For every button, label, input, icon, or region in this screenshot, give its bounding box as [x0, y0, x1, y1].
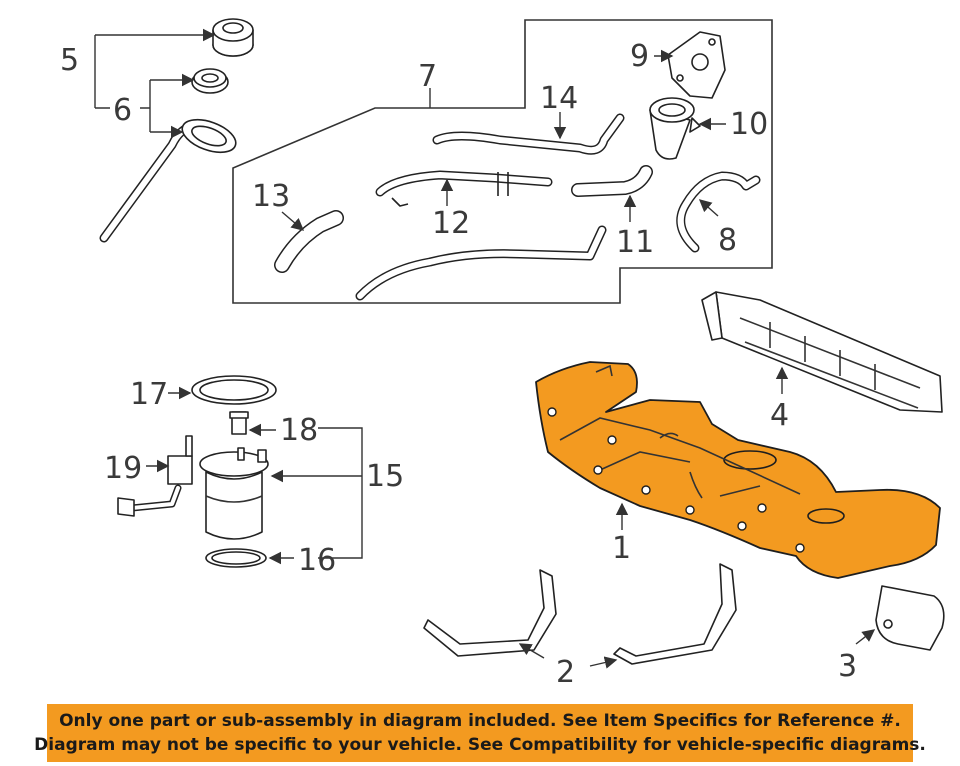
tank-strap-left — [423, 569, 557, 657]
hose-8 — [676, 171, 761, 253]
callout-10: 10 — [730, 107, 768, 142]
callout-1: 1 — [612, 531, 631, 566]
filler-seal — [191, 68, 229, 94]
callout-3: 3 — [838, 649, 857, 684]
callout-12: 12 — [432, 206, 470, 241]
callout-6: 6 — [113, 93, 132, 128]
crossmember-4 — [701, 291, 943, 413]
callout-19: 19 — [104, 451, 142, 486]
level-sender-19 — [117, 435, 193, 517]
filler-housing-10 — [649, 97, 701, 160]
fuel-cap — [212, 18, 254, 57]
group-7-frame — [232, 19, 773, 304]
callout-8: 8 — [718, 223, 737, 258]
fuel-pump-module-15 — [199, 447, 269, 540]
callout-15: 15 — [366, 459, 404, 494]
callout-9: 9 — [630, 39, 649, 74]
footer-disclaimer: Only one part or sub-assembly in diagram… — [34, 704, 926, 762]
fuel-tank-1 — [535, 361, 941, 579]
hose-12 — [355, 170, 607, 301]
tank-strap-right — [613, 563, 737, 665]
fuel-tank-body — [535, 361, 941, 579]
disclaimer-line-1: Only one part or sub-assembly in diagram… — [59, 711, 901, 731]
bracket-9 — [667, 31, 726, 99]
callout-7: 7 — [418, 59, 437, 94]
heat-shield-3 — [875, 585, 945, 651]
callout-2: 2 — [556, 655, 575, 690]
lock-ring-17 — [191, 375, 277, 405]
callout-4: 4 — [770, 398, 789, 433]
callout-5: 5 — [60, 43, 79, 78]
callout-14: 14 — [540, 81, 578, 116]
hose-11 — [571, 165, 653, 197]
seal-16 — [205, 548, 267, 568]
callout-18: 18 — [280, 413, 318, 448]
callout-16: 16 — [298, 543, 336, 578]
hose-13 — [274, 210, 344, 273]
hose-14 — [432, 113, 625, 155]
callout-11: 11 — [616, 225, 654, 260]
sensor-18 — [229, 411, 249, 435]
callout-17: 17 — [130, 377, 168, 412]
callout-13: 13 — [252, 179, 290, 214]
disclaimer-line-2: Diagram may not be specific to your vehi… — [34, 735, 926, 755]
parts-diagram: 5 6 7 14 9 10 12 13 — [60, 18, 945, 690]
